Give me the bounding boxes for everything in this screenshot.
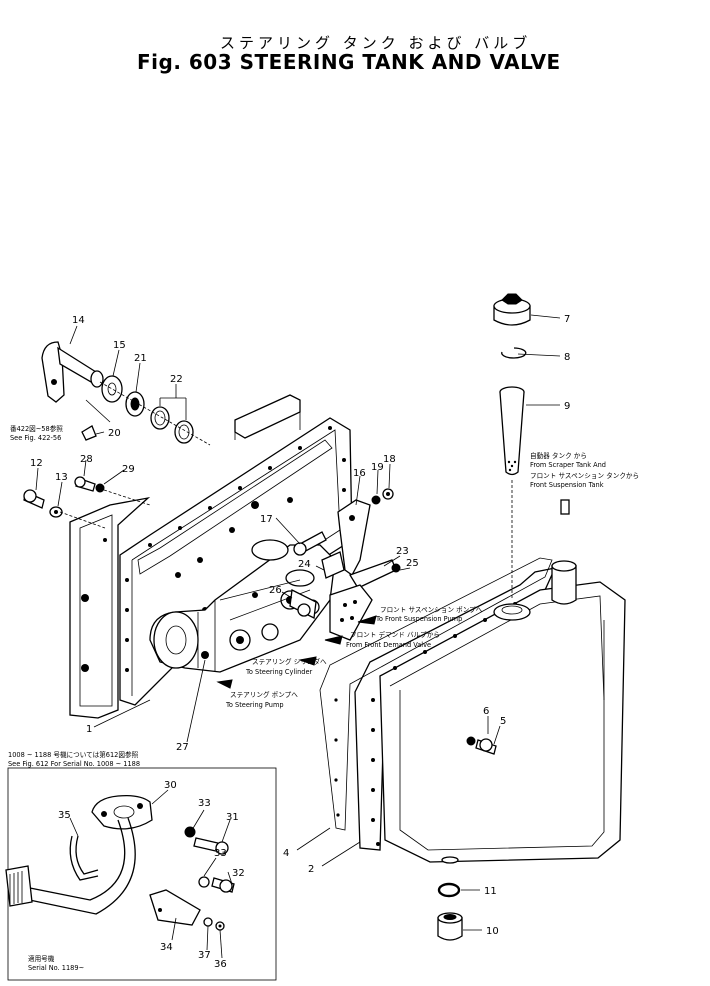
end-cover-plate bbox=[69, 496, 151, 719]
part-number: 21 bbox=[134, 353, 147, 364]
part-number: 34 bbox=[160, 942, 173, 953]
filler-cap bbox=[493, 293, 531, 326]
hydraulic-tank bbox=[319, 499, 626, 864]
see-fig-422-jp: 番422図~58参照 bbox=[10, 424, 63, 433]
from-scraper-en: From Scraper Tank And bbox=[530, 461, 606, 469]
to-front-susp-pump-jp: フロント サスペンション ポンプへ bbox=[380, 606, 483, 614]
washer-29 bbox=[95, 483, 105, 493]
annotations: 番422図~58参照 See Fig. 422-56 自動器 タンク から Fr… bbox=[8, 424, 639, 972]
washer-13 bbox=[49, 506, 63, 518]
part-number: 33 bbox=[198, 798, 211, 809]
part-number: 6 bbox=[483, 706, 489, 717]
from-scraper-jp: 自動器 タンク から bbox=[530, 451, 587, 460]
part-number: 20 bbox=[108, 428, 121, 439]
part-number: 15 bbox=[113, 340, 126, 351]
to-steering-pump-jp: ステアリング ポンプへ bbox=[230, 690, 298, 699]
to-front-susp-pump-en: To Front Suspension Pump bbox=[375, 615, 462, 623]
inset-note-en: See Fig. 612 For Serial No. 1008 ~ 1188 bbox=[8, 760, 140, 768]
figure-title: Fig. 603 STEERING TANK AND VALVE bbox=[137, 50, 561, 74]
part-number: 2 bbox=[308, 864, 314, 875]
part-number: 7 bbox=[564, 314, 570, 325]
part-number: 28 bbox=[80, 454, 93, 465]
part-number: 11 bbox=[484, 886, 497, 897]
washer-25 bbox=[391, 563, 401, 573]
inset-note-jp: 1008 ~ 1188 号機については第612図参照 bbox=[8, 750, 139, 759]
from-front-susp-jp: フロント サスペンション タンクから bbox=[530, 471, 639, 480]
fitting-26 bbox=[289, 589, 317, 619]
washer-15 bbox=[101, 375, 123, 403]
drain-plug bbox=[437, 912, 463, 941]
bracket-16 bbox=[337, 499, 371, 576]
bearing-22a bbox=[150, 406, 170, 430]
to-steering-pump-en: To Steering Pump bbox=[225, 701, 284, 709]
part-number: 33 bbox=[214, 848, 227, 859]
part-number: 37 bbox=[198, 950, 211, 961]
part-number: 4 bbox=[283, 848, 289, 859]
nut-18 bbox=[382, 488, 394, 500]
part-number: 10 bbox=[486, 926, 499, 937]
part-number: 25 bbox=[406, 558, 419, 569]
see-fig-422-en: See Fig. 422-56 bbox=[10, 434, 61, 442]
serial-en: Serial No. 1189~ bbox=[28, 964, 84, 972]
port-plate bbox=[329, 584, 373, 641]
from-front-demand-en: From Front Demand Valve bbox=[346, 641, 431, 649]
to-steering-cyl-jp: ステアリング シリンダへ bbox=[252, 657, 327, 666]
part-number: 13 bbox=[55, 472, 68, 483]
part-number: 32 bbox=[232, 868, 245, 879]
title-japanese: ステアリング タンク および バルブ bbox=[220, 34, 532, 52]
part-number: 29 bbox=[122, 464, 135, 475]
port-arrows bbox=[216, 615, 377, 689]
leader-lines bbox=[35, 314, 561, 959]
part-number: 18 bbox=[383, 454, 396, 465]
part-number: 35 bbox=[58, 810, 71, 821]
to-steering-cyl-en: To Steering Cylinder bbox=[245, 668, 313, 676]
lever-pin bbox=[41, 341, 104, 403]
serial-jp: 適用号機 bbox=[28, 954, 55, 963]
part-number: 8 bbox=[564, 352, 570, 363]
tank-gasket bbox=[319, 557, 553, 831]
bolt-12 bbox=[23, 489, 45, 509]
bolt-17 bbox=[293, 531, 327, 556]
part-number: 36 bbox=[214, 959, 227, 970]
flange-holes bbox=[334, 602, 517, 846]
from-front-demand-jp: フロント デマンド バルブから bbox=[350, 630, 440, 639]
part-number: 17 bbox=[260, 514, 273, 525]
part-number: 12 bbox=[30, 458, 43, 469]
part-number: 24 bbox=[298, 559, 311, 570]
part-number: 16 bbox=[353, 468, 366, 479]
fitting-24 bbox=[321, 551, 345, 579]
part-number: 26 bbox=[269, 585, 282, 596]
washer-19 bbox=[371, 495, 381, 505]
part-number: 1 bbox=[86, 724, 92, 735]
snap-ring bbox=[501, 347, 527, 359]
part-number: 14 bbox=[72, 315, 85, 326]
inset-parts bbox=[5, 794, 235, 931]
drain-o-ring bbox=[437, 882, 461, 898]
bearing-22b bbox=[174, 420, 194, 444]
strainer-tube bbox=[499, 386, 525, 600]
bearing-21 bbox=[125, 391, 145, 417]
from-front-susp-en: Front Suspension Tank bbox=[530, 481, 604, 489]
part-number: 5 bbox=[500, 716, 506, 727]
part-number: 22 bbox=[170, 374, 183, 385]
part-number: 23 bbox=[396, 546, 409, 557]
part-number: 30 bbox=[164, 780, 177, 791]
part-number: 31 bbox=[226, 812, 239, 823]
part-number-labels: 14 15 21 22 20 12 13 28 29 17 16 19 18 2… bbox=[30, 314, 570, 970]
bolt-28 bbox=[74, 476, 96, 492]
part-number: 9 bbox=[564, 401, 570, 412]
part-number: 19 bbox=[371, 462, 384, 473]
bolt-5-washer-6 bbox=[466, 736, 497, 755]
pin-20 bbox=[81, 425, 97, 441]
part-number: 27 bbox=[176, 742, 189, 753]
